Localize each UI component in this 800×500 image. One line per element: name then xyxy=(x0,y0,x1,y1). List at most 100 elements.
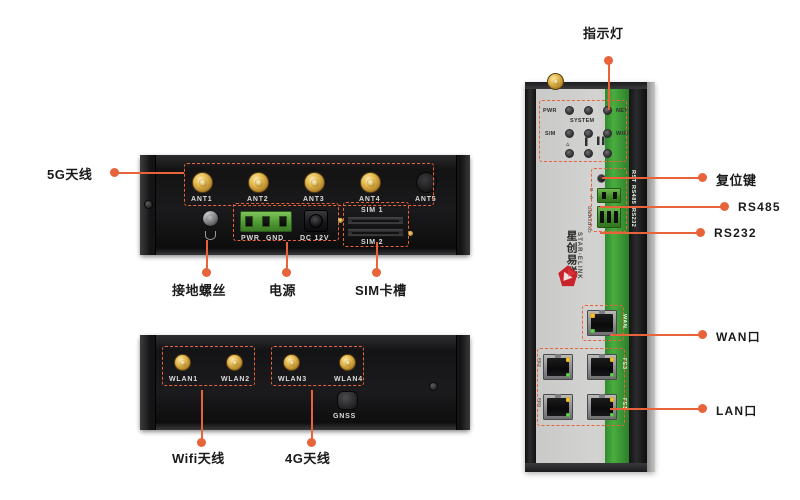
port-label-gnss: GNSS xyxy=(333,413,357,420)
rj45-tab xyxy=(554,394,562,398)
rj45-throat xyxy=(591,398,613,416)
callout-label-lan-port: LAN口 xyxy=(716,404,758,418)
lan-led-yellow xyxy=(565,397,570,402)
callout-line-power xyxy=(286,242,288,272)
callout-dot-lan-port xyxy=(698,404,707,413)
led-net xyxy=(603,106,612,115)
sma-connector-ant5 xyxy=(416,172,437,193)
callout-line-reset-key xyxy=(602,177,702,179)
callout-label-sim-slot: SIM卡槽 xyxy=(355,283,407,298)
device-top-panel: ANT1 ANT2 ANT3 ANT4 ANT5 PWR GND DC 12V … xyxy=(140,155,470,255)
panel-right-endcap xyxy=(456,155,470,255)
port-label-ant2: ANT2 xyxy=(247,196,269,203)
highlight-antenna-row xyxy=(184,163,434,206)
callout-line-sim-slot xyxy=(376,242,378,272)
led-label-sim: SIM xyxy=(545,131,556,137)
device-bottom-panel: WLAN1 WLAN2 WLAN3 WLAN4 GNSS xyxy=(140,335,470,430)
sim-cover-screw xyxy=(338,218,343,223)
sma-connector-ant3 xyxy=(304,172,325,193)
port-label-ant4: ANT4 xyxy=(359,196,381,203)
callout-line-rs232 xyxy=(600,232,700,234)
rj45-tab xyxy=(598,394,606,398)
highlight-4g-antennas xyxy=(271,346,364,386)
highlight-serial-area xyxy=(591,168,627,232)
lan-rj45-port-fe1[interactable] xyxy=(587,394,617,420)
sma-connector-wlan4 xyxy=(339,354,356,371)
callout-label-rs485: RS485 xyxy=(738,200,781,214)
port-label-ant3: ANT3 xyxy=(303,196,325,203)
sma-connector-wlan3 xyxy=(283,354,300,371)
lan-led-green xyxy=(609,412,614,417)
lan-led-yellow xyxy=(609,357,614,362)
grounding-screw xyxy=(202,210,219,227)
led-sim xyxy=(565,129,574,138)
rs232-pin-gnd: GND xyxy=(587,206,592,217)
callout-line-wifi-antenna xyxy=(201,390,203,442)
highlight-power-area xyxy=(233,203,339,241)
rj45-throat xyxy=(547,398,569,416)
ground-symbol-icon xyxy=(205,231,216,240)
panel-bottom-lip xyxy=(525,463,647,472)
terminal-slot xyxy=(261,215,270,228)
side-label-rst: RST xyxy=(630,170,636,183)
callout-label-wan-port: WAN口 xyxy=(716,330,761,344)
callout-label-reset-key: 复位键 xyxy=(716,173,757,188)
brand-logo-icon xyxy=(558,265,578,287)
callout-line-wan-port xyxy=(610,334,702,336)
power-terminal-block xyxy=(240,211,292,232)
dc-power-jack xyxy=(304,210,328,232)
device-front-panel: PWR NET SYSTEM SIM WIFI ▵ ▌ ▌▌ RST B A R… xyxy=(525,73,655,472)
callout-label-5g-antenna: 5G天线 xyxy=(47,167,93,182)
callout-line-5g-antenna xyxy=(116,172,184,174)
port-label-ant5: ANT5 xyxy=(415,196,437,203)
callout-dot-sim-slot xyxy=(372,268,381,277)
callout-label-4g-antenna: 4G天线 xyxy=(285,451,331,466)
sim-slot-1[interactable] xyxy=(347,216,404,225)
port-label-pwr: PWR xyxy=(241,235,260,242)
led-label-net: NET xyxy=(616,108,628,114)
lan-rj45-port-fe3[interactable] xyxy=(587,354,617,380)
wan-led-green xyxy=(590,328,595,333)
lan-rj45-port-fe2[interactable] xyxy=(543,354,573,380)
panel-top-lip xyxy=(525,82,647,89)
panel-left-endcap xyxy=(140,335,156,430)
highlight-wifi-antennas xyxy=(162,346,255,386)
wan-rj45-port[interactable] xyxy=(587,310,617,336)
port-label-ant1: ANT1 xyxy=(191,196,213,203)
highlight-led-area xyxy=(539,100,627,162)
led-label-pwr: PWR xyxy=(543,108,557,114)
callout-line-rs485 xyxy=(600,206,724,208)
led-signal-2 xyxy=(584,149,593,158)
callout-label-ground-screw: 接地螺丝 xyxy=(172,283,227,298)
lan-led-yellow xyxy=(565,357,570,362)
gnss-connector xyxy=(337,391,358,410)
port-label-wlan3: WLAN3 xyxy=(278,376,307,383)
callout-dot-ground-screw xyxy=(202,268,211,277)
terminal-slot xyxy=(245,215,254,228)
callout-dot-5g-antenna xyxy=(110,168,119,177)
sma-connector-ant1 xyxy=(192,172,213,193)
wan-led-yellow xyxy=(590,313,595,318)
callout-label-wifi-antenna: Wifi天线 xyxy=(172,451,225,466)
panel-dark-edge xyxy=(629,82,647,472)
callout-line-ground-screw xyxy=(206,240,208,272)
sma-connector-ant4 xyxy=(360,172,381,193)
side-label-rs485: RS485 xyxy=(630,185,636,205)
callout-dot-indicator-light xyxy=(604,56,613,65)
callout-line-indicator-light xyxy=(608,62,610,110)
port-label-dc: DC 12V xyxy=(300,235,330,242)
sim-slot-2[interactable] xyxy=(347,228,404,237)
led-signal-3 xyxy=(603,149,612,158)
callout-dot-wan-port xyxy=(698,330,707,339)
port-label-sim2: SIM 2 xyxy=(361,239,384,246)
callout-label-power: 电源 xyxy=(269,283,297,298)
sma-connector-wlan1 xyxy=(174,354,191,371)
callout-dot-4g-antenna xyxy=(307,438,316,447)
side-label-fe2: FE2 xyxy=(537,358,542,368)
sma-connector-top xyxy=(547,73,564,90)
lan-rj45-port-fe0[interactable] xyxy=(543,394,573,420)
callout-label-indicator-light: 指示灯 xyxy=(583,26,624,41)
port-label-wlan2: WLAN2 xyxy=(221,376,250,383)
led-wifi-mid xyxy=(584,129,593,138)
